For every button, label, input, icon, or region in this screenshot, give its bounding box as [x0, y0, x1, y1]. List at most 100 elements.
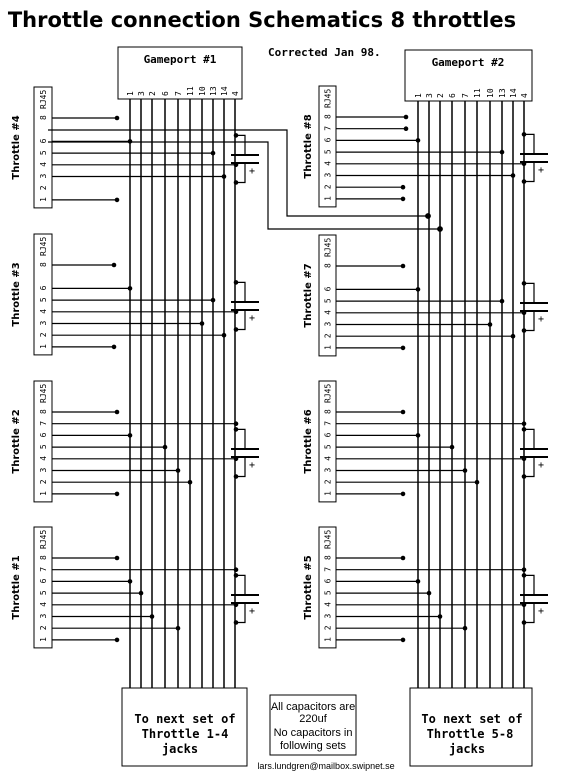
connector-pin-label: 8	[39, 115, 48, 120]
junction-dot	[111, 262, 117, 268]
connector-pin-label: 8	[39, 262, 48, 267]
connector-pin-label: 7	[324, 126, 333, 131]
rj45-connector	[318, 85, 337, 208]
junction-dot	[111, 344, 117, 350]
capacitor: +	[231, 427, 259, 479]
connector-pin-label: 6	[39, 432, 48, 437]
gameport-pin-label: 4	[520, 93, 529, 98]
junction-dot	[487, 322, 493, 327]
connector-pin-label: 7	[39, 567, 48, 572]
gameport-pin-label: 1	[126, 91, 135, 96]
junction-dot	[114, 115, 120, 121]
connector-pin-label: 6	[39, 138, 48, 143]
connector-pin-label: 5	[39, 150, 48, 155]
junction-dot	[127, 286, 133, 291]
junction-dot	[114, 637, 120, 643]
next-right-line-1: To next set of	[421, 712, 522, 726]
connector-pin-label: 4	[324, 161, 333, 166]
connector-pin-label: 1	[324, 637, 333, 642]
capacitor: +	[231, 133, 259, 185]
junction-dot	[400, 196, 406, 202]
rj45-connector	[318, 526, 337, 649]
connector-pin-label: 4	[324, 602, 333, 607]
junction-dot	[403, 126, 409, 131]
next-left-line-3: jacks	[162, 742, 198, 756]
gameport-pin-label: 11	[473, 88, 482, 98]
gameport-pin-label: 3	[425, 93, 434, 98]
junction-dot	[114, 409, 120, 415]
gameport-pin-label: 11	[186, 86, 195, 96]
junction-dot	[521, 567, 527, 572]
connector-pin-label: 5	[324, 149, 333, 154]
connector-pin-label: 1	[324, 196, 333, 201]
connector-pin-label: 3	[324, 614, 333, 619]
connector-pin-label: 6	[324, 432, 333, 437]
junction-dot	[400, 184, 406, 190]
rj45-label: RJ45	[324, 530, 333, 549]
junction-dot	[400, 263, 406, 269]
rj45-label: RJ45	[39, 384, 48, 403]
junction-dot	[415, 287, 421, 292]
connector-pin-label: 2	[39, 625, 48, 630]
note-line-4: following sets	[280, 740, 347, 752]
throttle-label: Throttle #6	[303, 409, 314, 473]
throttle-label: Throttle #8	[303, 114, 314, 178]
gameport-pin-label: 13	[209, 86, 218, 96]
connector-pin-label: 4	[39, 456, 48, 461]
connector-pin-label: 6	[324, 137, 333, 142]
connector-pin-label: 3	[39, 321, 48, 326]
rj45-label: RJ45	[39, 90, 48, 109]
next-right-line-2: Throttle 5-8	[427, 727, 514, 741]
junction-dot	[400, 409, 406, 415]
junction-dot	[400, 637, 406, 643]
next-left-line-1: To next set of	[134, 712, 235, 726]
junction-dot	[499, 298, 505, 304]
connector-pin-label: 5	[324, 444, 333, 449]
junction-dot	[114, 555, 120, 561]
connector-pin-label: 3	[39, 614, 48, 619]
connector-pin-label: 8	[39, 409, 48, 414]
capacitor-plus: +	[538, 606, 544, 617]
junction-dot	[175, 468, 181, 473]
gameport-pin-label: 6	[161, 91, 170, 96]
junction-dot	[474, 479, 480, 485]
connector-pin-label: 1	[324, 345, 333, 350]
connector-pin-label: 5	[39, 590, 48, 595]
gameport-pin-label: 14	[509, 88, 518, 98]
connector-pin-label: 6	[39, 285, 48, 290]
junction-dot	[403, 114, 409, 120]
gameport-pin-label: 2	[436, 93, 445, 98]
connector-pin-label: 4	[39, 309, 48, 314]
junction-dot	[462, 625, 468, 631]
rj45-connector	[33, 86, 53, 209]
junction-dot	[415, 433, 421, 438]
junction-dot	[199, 321, 205, 326]
gameport-2-label: Gameport #2	[432, 56, 505, 69]
connector-pin-label: 6	[39, 578, 48, 583]
rj45-label: RJ45	[39, 530, 48, 549]
gameport-pin-label: 4	[231, 91, 240, 96]
connector-pin-label: 5	[324, 590, 333, 595]
connector-pin-label: 2	[39, 185, 48, 190]
connector-pin-label: 4	[324, 310, 333, 315]
gameport-pin-label: 6	[448, 93, 457, 98]
junction-dot	[462, 468, 468, 473]
connector-pin-label: 8	[324, 114, 333, 119]
junction-dot	[400, 491, 406, 497]
rj45-connector	[33, 380, 53, 503]
connector-pin-label: 2	[324, 333, 333, 338]
connector-pin-label: 1	[324, 491, 333, 496]
next-left-line-2: Throttle 1-4	[142, 727, 229, 741]
junction-dot	[162, 444, 168, 450]
junction-dot	[437, 614, 443, 619]
junction-dot	[510, 333, 516, 339]
connector-pin-label: 5	[39, 444, 48, 449]
gameport-pin-label: 3	[137, 91, 146, 96]
capacitor-plus: +	[249, 606, 255, 617]
next-right-line-3: jacks	[449, 742, 485, 756]
